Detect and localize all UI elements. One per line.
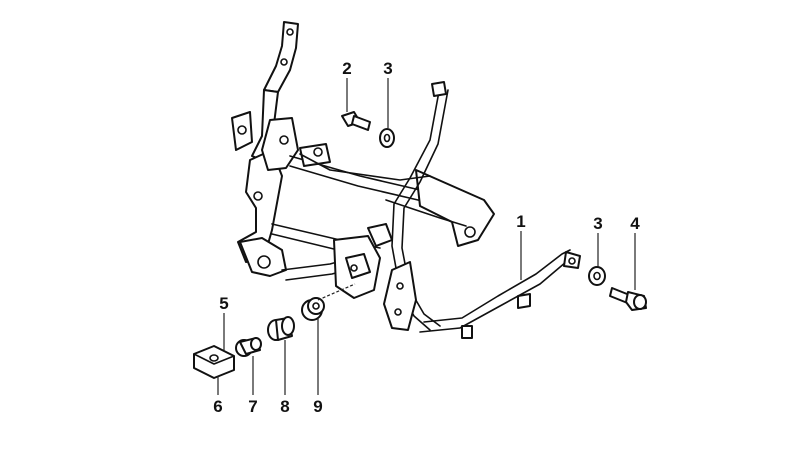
callout-7: 7 bbox=[248, 397, 257, 416]
callout-1: 1 bbox=[516, 212, 525, 231]
bolt-part-4 bbox=[609, 287, 647, 311]
bush-part-8 bbox=[267, 316, 295, 341]
bolt-part-2 bbox=[341, 111, 371, 131]
screw-part-7 bbox=[235, 337, 262, 357]
callout-4: 4 bbox=[630, 214, 640, 233]
callout-8: 8 bbox=[280, 397, 289, 416]
washer-part-3a bbox=[379, 128, 395, 148]
callout-9: 9 bbox=[313, 397, 322, 416]
callout-6: 6 bbox=[213, 397, 222, 416]
callout-2: 2 bbox=[342, 59, 351, 78]
frame-carrier bbox=[231, 21, 581, 339]
callout-3: 3 bbox=[593, 214, 602, 233]
leader-lines bbox=[217, 78, 636, 395]
callout-3: 3 bbox=[383, 59, 392, 78]
washer-part-3b bbox=[588, 266, 606, 286]
grommet-part-9 bbox=[301, 297, 325, 321]
callout-5: 5 bbox=[219, 294, 228, 313]
clip-nut-part-6 bbox=[193, 345, 235, 379]
